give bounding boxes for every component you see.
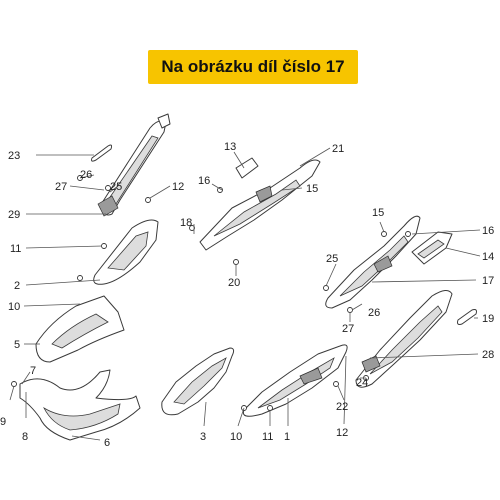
callout-27: 27: [55, 181, 67, 193]
callout-3: 3: [200, 431, 206, 443]
callout-28: 28: [482, 349, 494, 361]
callout-12-lower: 12: [336, 427, 348, 439]
part-upper-left-rail: [97, 113, 171, 217]
part-19-trim-strip: [457, 309, 477, 325]
callout-1: 1: [284, 431, 290, 443]
callout-16-right: 16: [482, 225, 494, 237]
callout-10: 10: [8, 301, 20, 313]
callout-26-right: 26: [368, 307, 380, 319]
callout-27-right: 27: [342, 323, 354, 335]
callout-23: 23: [8, 150, 20, 162]
part-number-banner: Na obrázku díl číslo 17: [148, 50, 358, 84]
callout-11: 11: [10, 243, 21, 255]
part-5-lower-left-cover: [35, 295, 125, 363]
callout-11-lower: 11: [262, 431, 273, 443]
part-23-trim-strip: [91, 144, 113, 162]
callout-18: 18: [180, 217, 192, 229]
leader-lines: [9, 147, 481, 441]
callout-6: 6: [104, 437, 110, 449]
callout-25-right: 25: [326, 253, 338, 265]
callout-15: 15: [306, 183, 318, 195]
callout-22: 22: [336, 401, 348, 413]
part-28-right-panel: [355, 290, 453, 388]
banner-title: Na obrázku díl číslo 17: [161, 57, 345, 76]
callout-15-right: 15: [372, 207, 384, 219]
part-2-side-bracket: [93, 219, 159, 285]
callout-21: 21: [332, 143, 344, 155]
callout-24: 24: [356, 377, 368, 389]
part-17-side-cover: [325, 215, 421, 309]
part-14-right-bracket: [411, 231, 453, 265]
callout-17: 17: [482, 275, 494, 287]
callout-9: 9: [0, 416, 6, 428]
callout-29: 29: [8, 209, 20, 221]
callout-13: 13: [224, 141, 236, 153]
part-1-lower-right-panel: [242, 344, 348, 417]
callout-14: 14: [482, 251, 494, 263]
callout-20: 20: [228, 277, 240, 289]
callout-19: 19: [482, 313, 494, 325]
callout-26: 26: [80, 169, 92, 181]
callout-8: 8: [22, 431, 28, 443]
callout-25: 25: [110, 181, 122, 193]
callout-16: 16: [198, 175, 210, 187]
callout-5: 5: [14, 339, 20, 351]
callout-10-lower: 10: [230, 431, 242, 443]
part-6-lower-panel: [19, 369, 141, 441]
callout-2: 2: [14, 280, 20, 292]
callout-7: 7: [30, 365, 36, 377]
part-3-lower-middle-cover: [161, 347, 235, 416]
callout-labels: 23 26 27 25 12 29 11 2 10 5 7 9 8 6 13 2…: [0, 141, 494, 449]
screws: [11, 175, 411, 411]
part-21-middle-frame: [199, 157, 321, 251]
callout-12: 12: [172, 181, 184, 193]
